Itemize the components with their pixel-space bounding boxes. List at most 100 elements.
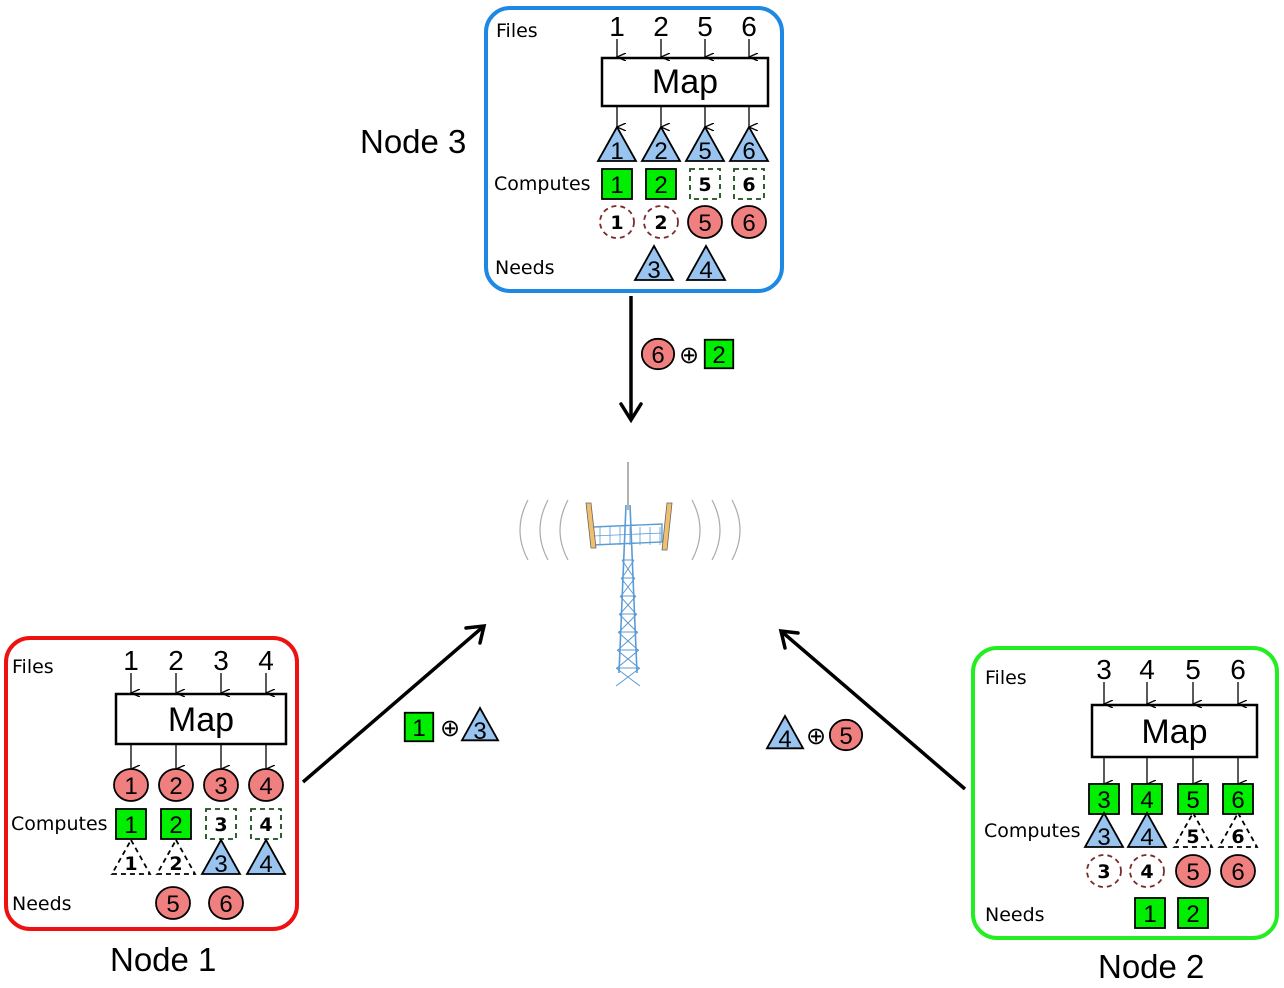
files-label: Files	[12, 656, 54, 678]
needs-label: Needs	[495, 257, 555, 279]
dashed-circle-token: 2	[643, 205, 679, 239]
transmission-node3: 6⊕2	[640, 337, 735, 371]
triangle-icon	[1083, 811, 1125, 848]
token-number: 6	[742, 138, 755, 165]
dashed-square-token: 4	[250, 808, 282, 840]
square-icon	[1177, 897, 1209, 929]
square-icon	[115, 808, 147, 840]
triangle-icon	[728, 125, 770, 162]
triangle-token: 3	[1083, 811, 1125, 851]
circle-icon	[158, 768, 194, 802]
token-number: 4	[259, 851, 272, 878]
file-number: 5	[697, 11, 713, 42]
map-box	[600, 56, 770, 108]
files-label: Files	[985, 667, 1027, 689]
square-icon	[703, 338, 735, 370]
token-number: 3	[214, 851, 227, 878]
triangle-icon	[765, 714, 805, 750]
triangle-icon	[460, 706, 500, 742]
dashed-circle-token: 4	[1129, 854, 1165, 888]
circle-token: 1	[113, 768, 149, 802]
token-number: 6	[742, 174, 755, 196]
square-icon	[1177, 783, 1209, 815]
token-number: 5	[698, 210, 711, 237]
token-number: 2	[654, 138, 667, 165]
token-number: 6	[219, 891, 232, 918]
circle-icon	[208, 886, 244, 920]
token-number: 2	[1186, 901, 1199, 928]
token-number: 2	[712, 342, 725, 369]
triangle-token: 3	[460, 706, 500, 745]
circle-token: 6	[731, 205, 767, 239]
map-label: Map	[1141, 713, 1207, 751]
triangle-icon	[200, 838, 242, 875]
token-number: 6	[651, 342, 664, 369]
signal-wave	[559, 499, 569, 561]
triangle-token: 4	[765, 714, 805, 753]
square-token: 2	[160, 808, 192, 840]
circle-token: 6	[208, 886, 244, 920]
token-number: 5	[1186, 826, 1199, 848]
computes-label: Computes	[984, 820, 1081, 842]
token-number: 5	[1186, 787, 1199, 814]
node-3-title: Node 3	[360, 123, 466, 160]
circle-icon	[113, 768, 149, 802]
circle-icon	[643, 205, 679, 239]
square-icon	[645, 168, 677, 200]
square-token: 1	[601, 168, 633, 200]
dashed-square-token: 3	[205, 808, 237, 840]
token-number: 4	[778, 726, 791, 753]
square-token: 6	[1222, 783, 1254, 815]
token-number: 2	[169, 853, 182, 875]
circle-token: 5	[1175, 854, 1211, 888]
circle-icon	[1220, 854, 1256, 888]
file-number: 4	[1139, 654, 1155, 685]
square-token: 1	[403, 711, 435, 743]
file-number: 1	[123, 645, 139, 676]
circle-token: 2	[158, 768, 194, 802]
triangle-icon	[110, 838, 152, 875]
token-number: 2	[654, 212, 667, 234]
token-number: 2	[169, 812, 182, 839]
transmission-node1: 1⊕3	[403, 706, 500, 745]
token-number: 4	[259, 773, 272, 800]
triangle-token: 4	[685, 244, 727, 284]
square-token: 1	[1134, 897, 1166, 929]
square-icon	[601, 168, 633, 200]
node-border	[484, 6, 784, 293]
dashed-triangle-token: 1	[110, 838, 152, 875]
token-number: 1	[1143, 901, 1156, 928]
triangle-icon	[640, 125, 682, 162]
circle-icon	[203, 768, 239, 802]
map-box	[1090, 703, 1259, 759]
triangle-token: 6	[728, 125, 770, 165]
signal-wave	[539, 499, 549, 561]
dashed-triangle-token: 5	[1172, 811, 1214, 848]
square-icon	[160, 808, 192, 840]
token-number: 4	[259, 814, 272, 836]
circle-token: 3	[203, 768, 239, 802]
triangle-token: 3	[633, 244, 675, 284]
square-token: 2	[1177, 897, 1209, 929]
token-number: 1	[124, 773, 137, 800]
needs-label: Needs	[12, 893, 72, 915]
map-box	[114, 692, 288, 746]
circle-icon	[248, 768, 284, 802]
triangle-icon	[1126, 811, 1168, 848]
file-number: 1	[609, 11, 625, 42]
triangle-icon	[1172, 811, 1214, 848]
map-label: Map	[168, 701, 234, 739]
dashed-square-token: 5	[689, 168, 721, 200]
circle-token: 6	[640, 337, 676, 371]
square-token: 3	[1088, 783, 1120, 815]
triangle-icon	[155, 838, 197, 875]
xor-operator: ⊕	[440, 714, 460, 742]
token-number: 3	[647, 257, 660, 284]
circle-icon	[1086, 854, 1122, 888]
circle-icon	[1175, 854, 1211, 888]
file-number: 4	[258, 645, 274, 676]
arrow-node2-to-station	[778, 628, 967, 791]
file-number: 6	[1230, 654, 1246, 685]
circle-icon	[828, 718, 864, 752]
